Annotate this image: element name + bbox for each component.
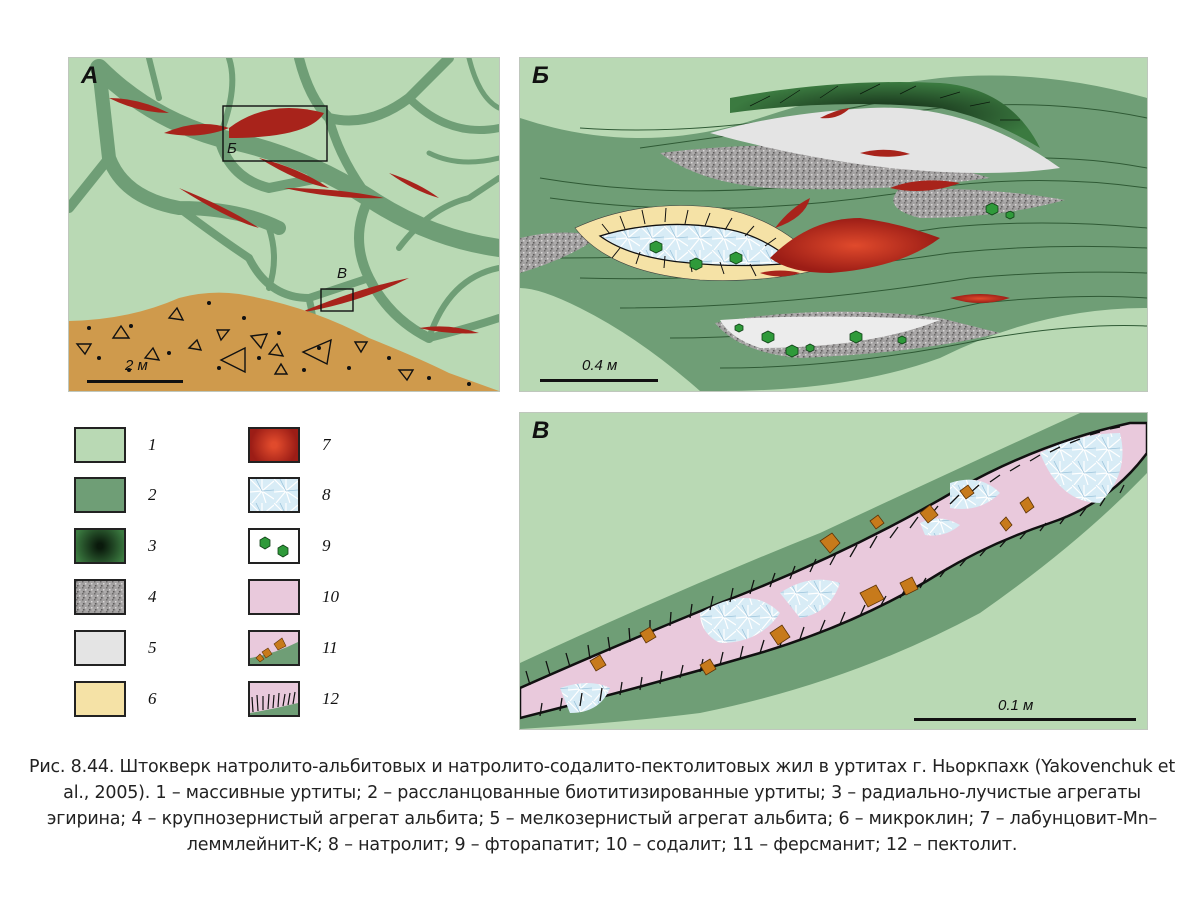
legend-num: 7 bbox=[322, 435, 331, 455]
panel-a-scale-bar bbox=[87, 380, 183, 383]
panel-b-scale-bar bbox=[540, 379, 658, 382]
legend-swatch-schistose-urtite bbox=[74, 477, 126, 513]
figure-caption: Рис. 8.44. Штокверк натролито-альбитовых… bbox=[22, 754, 1182, 858]
legend-swatch-natrolite bbox=[248, 477, 300, 513]
panel-c-detail: В 0.1 м bbox=[519, 412, 1148, 730]
legend-item-1: 1 bbox=[74, 427, 157, 463]
legend-swatch-sodalite bbox=[248, 579, 300, 615]
legend-num: 4 bbox=[148, 587, 157, 607]
panel-b-scale-label: 0.4 м bbox=[582, 357, 617, 374]
panel-b-detail: Б 0.4 м bbox=[519, 57, 1148, 392]
legend-swatch-aegirine bbox=[74, 528, 126, 564]
panel-c-drawing bbox=[520, 413, 1147, 729]
legend-swatch-coarse-albite bbox=[74, 579, 126, 615]
inset-label-b: Б bbox=[227, 140, 237, 157]
legend-num: 2 bbox=[148, 485, 157, 505]
legend-swatch-pectolite bbox=[248, 681, 300, 717]
legend-item-12: 12 bbox=[248, 681, 339, 717]
legend-num: 11 bbox=[322, 638, 338, 658]
legend-item-11: 11 bbox=[248, 630, 338, 666]
legend-item-10: 10 bbox=[248, 579, 339, 615]
panel-c-scale-bar bbox=[914, 718, 1136, 721]
legend-swatch-massive-urtite bbox=[74, 427, 126, 463]
panel-b-drawing bbox=[520, 58, 1147, 391]
panel-c-letter: В bbox=[532, 417, 549, 445]
inset-label-c: В bbox=[337, 265, 347, 282]
legend-swatch-microcline bbox=[74, 681, 126, 717]
panel-a-map: А Б В 2 м bbox=[68, 57, 500, 392]
panel-a-letter: А bbox=[81, 62, 98, 90]
legend-num: 9 bbox=[322, 536, 331, 556]
panel-c-scale-label: 0.1 м bbox=[998, 697, 1033, 714]
legend-swatch-labuntsovite bbox=[248, 427, 300, 463]
legend-num: 1 bbox=[148, 435, 157, 455]
legend-num: 3 bbox=[148, 536, 157, 556]
legend-swatch-fersmanite bbox=[248, 630, 300, 666]
legend-item-6: 6 bbox=[74, 681, 157, 717]
legend-swatch-fluorapatite bbox=[248, 528, 300, 564]
legend-item-7: 7 bbox=[248, 427, 331, 463]
legend-item-3: 3 bbox=[74, 528, 157, 564]
legend-num: 5 bbox=[148, 638, 157, 658]
legend-item-4: 4 bbox=[74, 579, 157, 615]
legend-num: 12 bbox=[322, 689, 339, 709]
legend-item-8: 8 bbox=[248, 477, 331, 513]
legend-num: 6 bbox=[148, 689, 157, 709]
panel-a-scale-label: 2 м bbox=[125, 357, 148, 374]
panel-b-letter: Б bbox=[532, 62, 549, 90]
legend-num: 8 bbox=[322, 485, 331, 505]
legend-item-5: 5 bbox=[74, 630, 157, 666]
legend-item-9: 9 bbox=[248, 528, 331, 564]
legend-num: 10 bbox=[322, 587, 339, 607]
panel-a-drawing bbox=[69, 58, 499, 391]
legend-item-2: 2 bbox=[74, 477, 157, 513]
legend-swatch-fine-albite bbox=[74, 630, 126, 666]
